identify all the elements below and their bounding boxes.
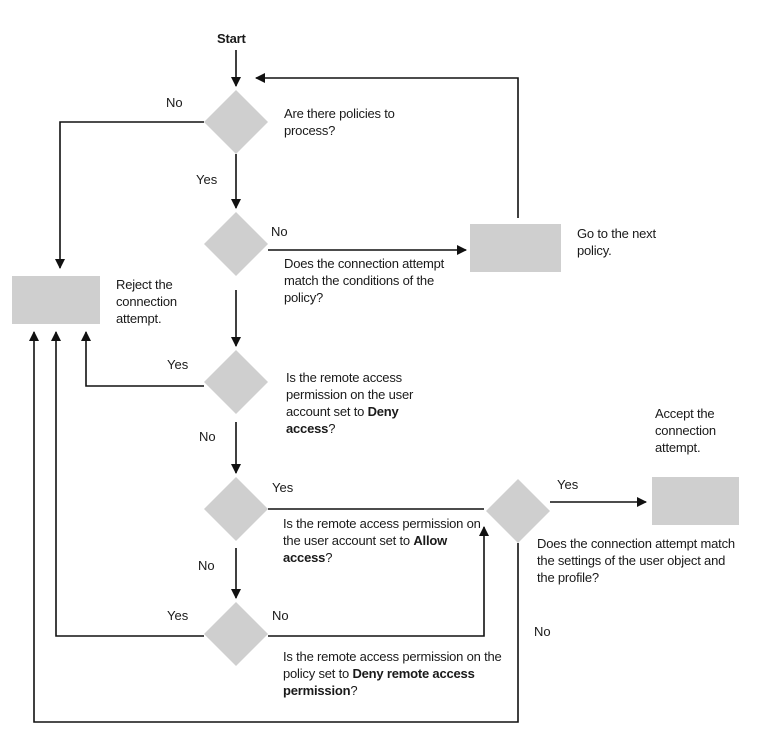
reject-box [12,276,100,324]
next-policy-box [470,224,561,272]
accept-box-text: Accept the connection attempt. [655,406,716,455]
reject-box-text: Reject the connection attempt. [116,277,177,326]
decision-deny-user-diamond [204,350,268,414]
accept-box [652,477,739,525]
label-deny-policy-no: No [272,608,289,623]
start-label: Start [217,31,246,46]
label-deny-user-no: No [199,429,216,444]
decision-deny-user-text: Is the remote access permission on the u… [286,369,436,437]
decision-deny-policy-text-pre: Is the remote access permission on the p… [283,649,502,681]
label-deny-policy-yes: Yes [167,608,189,623]
decision-deny-policy-text-post: ? [350,683,358,698]
decision-conditions-diamond [204,212,268,276]
decision-policies-diamond [204,90,268,154]
label-policies-yes: Yes [196,172,218,187]
decision-deny-user-text-pre: Is the remote access permission on the u… [286,370,414,419]
decision-allow-user-text-post: ? [325,550,333,565]
label-policies-no: No [166,95,183,110]
arrow-deny-policy-yes [51,331,204,637]
decision-policies-text: Are there policies to process? [284,106,395,138]
arrow-profile-no [29,331,519,723]
decision-profile-diamond [486,479,550,543]
next-policy-box-text: Go to the next policy. [577,226,656,258]
decision-conditions-text: Does the connection attempt match the co… [284,256,445,305]
label-allow-user-yes: Yes [272,480,294,495]
arrow-deny-policy-no [268,526,489,637]
arrow-deny-user-yes [81,331,204,387]
decision-deny-user-text-bold: Deny access [286,404,399,436]
decision-profile-text: Does the connection attempt match the se… [537,536,735,585]
decision-allow-user-text-pre: Is the remote access permission on the u… [283,516,481,548]
decision-deny-policy-text-bold: Deny remote access permission [283,666,475,698]
label-deny-user-yes: Yes [167,357,189,372]
decision-deny-policy-diamond [204,602,268,666]
decision-deny-policy-text: Is the remote access permission on the p… [283,648,515,699]
label-allow-user-no: No [198,558,215,573]
arrow-next-policy-loop [255,73,519,218]
label-profile-no: No [534,624,551,639]
decision-deny-user-text-post: ? [328,421,336,436]
decision-allow-user-diamond [204,477,268,541]
decision-allow-user-text-bold: Allow access [283,533,448,565]
label-profile-yes: Yes [557,477,579,492]
label-conditions-no: No [271,224,288,239]
arrow-policies-no [55,121,204,269]
decision-allow-user-text: Is the remote access permission on the u… [283,515,493,566]
